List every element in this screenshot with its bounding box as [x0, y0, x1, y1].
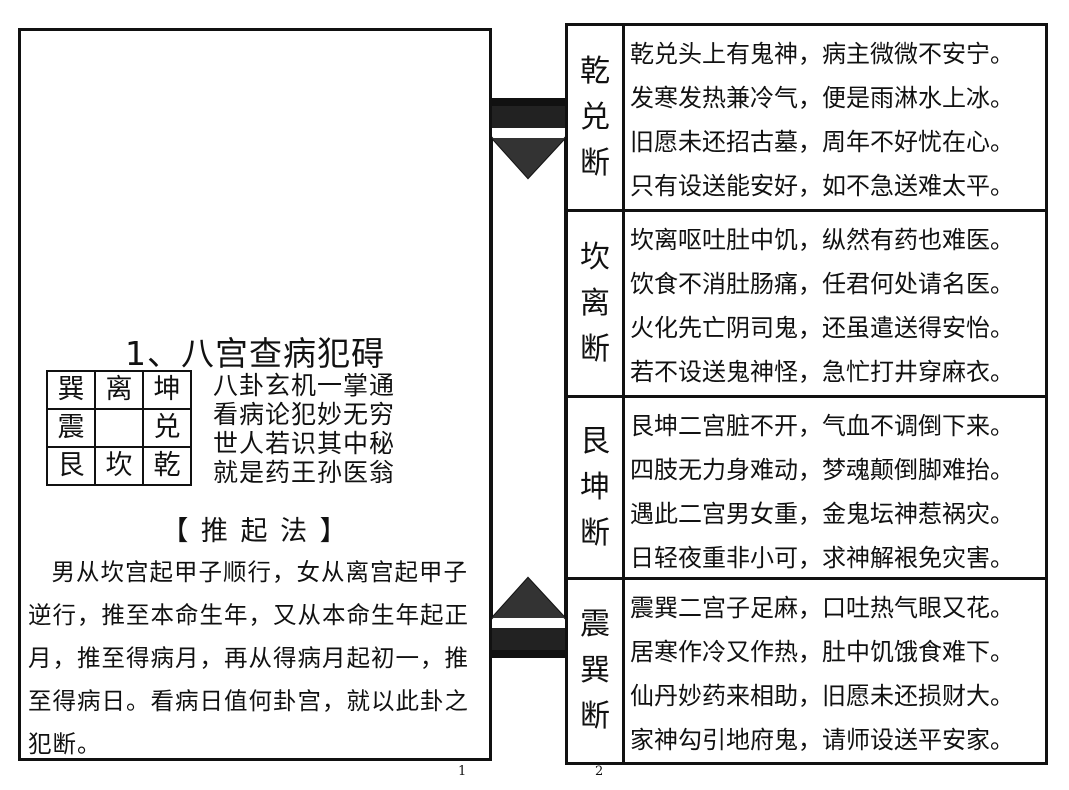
grid-cell-zhen: 震: [46, 408, 96, 448]
verse-line: 饮食不消肚肠痛，任君何处请名医。: [630, 270, 1014, 298]
label-char: 断: [580, 699, 610, 734]
page-title: 1、八宫查病犯碍: [125, 334, 385, 373]
label-char: 断: [580, 145, 610, 181]
label-char: 震: [580, 607, 610, 642]
label-char: 艮: [580, 423, 610, 459]
book-binding-ribbon: [492, 98, 565, 658]
verse-line: 只有设送能安好，如不急送难太平。: [630, 172, 1014, 200]
grid-cell-li: 离: [94, 370, 144, 410]
verse-line: 遇此二宫男女重，金鬼坛神惹祸灾。: [630, 500, 1014, 528]
verse-line: 若不设送鬼神怪，急忙打井穿麻衣。: [630, 358, 1014, 386]
bagua-palm-grid: 巽 离 坤 震 兑 艮 坎 乾: [46, 370, 192, 486]
verse-line: 火化先亡阴司鬼，还虽遣送得安怡。: [630, 314, 1014, 342]
grid-cell-dui: 兑: [142, 408, 192, 448]
section-gen-kun: 艮 坤 断 艮坤二宫脏不开，气血不调倒下来。 四肢无力身难动，梦魂颠倒脚难抬。 …: [568, 398, 1045, 580]
verse-line: 世人若识其中秘: [213, 429, 396, 458]
verse-line: 艮坤二宫脏不开，气血不调倒下来。: [630, 412, 1014, 440]
grid-cell-gen: 艮: [46, 446, 96, 486]
label-char: 乾: [580, 53, 610, 89]
verse-line: 看病论犯妙无穷: [213, 400, 396, 429]
label-char: 兑: [580, 99, 610, 135]
method-heading: 【 推 起 法 】: [161, 516, 349, 547]
verse-line: 仙丹妙药来相助，旧愿未还损财大。: [630, 682, 1014, 710]
label-char: 坎: [580, 239, 610, 275]
label-char: 坤: [580, 469, 610, 505]
method-paragraph: 男从坎宫起甲子顺行，女从离宫起甲子逆行，推至本命生年，又从本命生年起正月，推至得…: [28, 558, 469, 758]
label-char: 断: [580, 331, 610, 367]
verse-line: 日轻夜重非小可，求神解裉免灾害。: [630, 544, 1014, 572]
page-number-left: 1: [458, 764, 467, 779]
section-verses: 艮坤二宫脏不开，气血不调倒下来。 四肢无力身难动，梦魂颠倒脚难抬。 遇此二宫男女…: [630, 404, 1043, 580]
verse-line: 居寒作冷又作热，肚中饥饿食难下。: [630, 638, 1014, 666]
grid-cell-qian: 乾: [142, 446, 192, 486]
verse-block: 八卦玄机一掌通 看病论犯妙无穷 世人若识其中秘 就是药王孙医翁: [213, 371, 395, 487]
verse-line: 四肢无力身难动，梦魂颠倒脚难抬。: [630, 456, 1014, 484]
verse-line: 旧愿未还招古墓，周年不好忧在心。: [630, 128, 1014, 156]
verse-line: 家神勾引地府鬼，请师设送平安家。: [630, 726, 1014, 754]
section-verses: 坎离呕吐肚中饥，纵然有药也难医。 饮食不消肚肠痛，任君何处请名医。 火化先亡阴司…: [630, 218, 1043, 394]
section-label: 乾 兑 断: [568, 26, 625, 209]
section-label: 艮 坤 断: [568, 398, 625, 577]
grid-cell-kan: 坎: [94, 446, 144, 486]
grid-cell-kun: 坤: [142, 370, 192, 410]
section-zhen-xun: 震 巽 断 震巽二宫子足麻，口吐热气眼又花。 居寒作冷又作热，肚中饥饿食难下。 …: [568, 580, 1045, 762]
verse-line: 乾兑头上有鬼神，病主微微不安宁。: [630, 40, 1014, 68]
grid-cell-center: [94, 408, 144, 448]
section-label: 震 巽 断: [568, 580, 625, 762]
page-number-right: 2: [595, 764, 604, 779]
section-verses: 震巽二宫子足麻，口吐热气眼又花。 居寒作冷又作热，肚中饥饿食难下。 仙丹妙药来相…: [630, 586, 1043, 762]
verse-line: 发寒发热兼冷气，便是雨淋水上冰。: [630, 84, 1014, 112]
label-char: 断: [580, 515, 610, 551]
section-qian-dui: 乾 兑 断 乾兑头上有鬼神，病主微微不安宁。 发寒发热兼冷气，便是雨淋水上冰。 …: [568, 26, 1045, 212]
label-char: 巽: [580, 653, 610, 688]
section-label: 坎 离 断: [568, 212, 625, 395]
left-page: 1、八宫查病犯碍 巽 离 坤 震 兑 艮 坎 乾 八卦玄机一掌通 看病论犯妙无穷…: [18, 28, 492, 761]
section-verses: 乾兑头上有鬼神，病主微微不安宁。 发寒发热兼冷气，便是雨淋水上冰。 旧愿未还招古…: [630, 32, 1043, 208]
verse-line: 就是药王孙医翁: [213, 458, 396, 487]
grid-cell-xun: 巽: [46, 370, 96, 410]
verse-line: 八卦玄机一掌通: [213, 371, 396, 400]
verse-line: 震巽二宫子足麻，口吐热气眼又花。: [630, 594, 1014, 622]
label-char: 离: [580, 285, 610, 321]
section-kan-li: 坎 离 断 坎离呕吐肚中饥，纵然有药也难医。 饮食不消肚肠痛，任君何处请名医。 …: [568, 212, 1045, 398]
right-page: 乾 兑 断 乾兑头上有鬼神，病主微微不安宁。 发寒发热兼冷气，便是雨淋水上冰。 …: [565, 23, 1048, 765]
verse-line: 坎离呕吐肚中饥，纵然有药也难医。: [630, 226, 1014, 254]
